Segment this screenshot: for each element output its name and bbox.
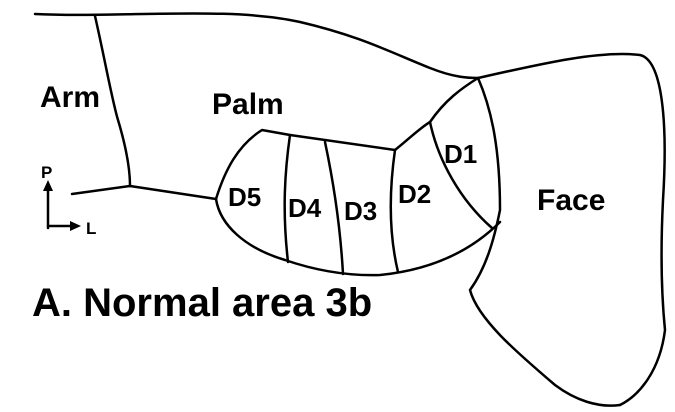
arm-label: Arm xyxy=(40,81,100,114)
figure-caption: A. Normal area 3b xyxy=(32,281,372,325)
face-left-boundary xyxy=(470,78,620,406)
lateral-arrow-icon xyxy=(70,221,81,231)
d4-label: D4 xyxy=(288,193,322,223)
d3-d2-divider xyxy=(391,150,398,272)
face-label: Face xyxy=(537,184,605,217)
arm-boundary xyxy=(95,16,130,186)
d2-d1-divider xyxy=(430,122,492,228)
d1-label: D1 xyxy=(444,139,477,169)
orientation-marker: P L xyxy=(41,163,96,238)
d5-label: D5 xyxy=(228,182,261,212)
d3-label: D3 xyxy=(344,196,377,226)
palm-label: Palm xyxy=(212,88,284,121)
arm-hand-boundary xyxy=(72,186,216,199)
posterior-label: P xyxy=(41,163,52,182)
lateral-label: L xyxy=(86,219,96,238)
d4-d3-divider xyxy=(325,142,343,274)
d2-label: D2 xyxy=(398,179,431,209)
